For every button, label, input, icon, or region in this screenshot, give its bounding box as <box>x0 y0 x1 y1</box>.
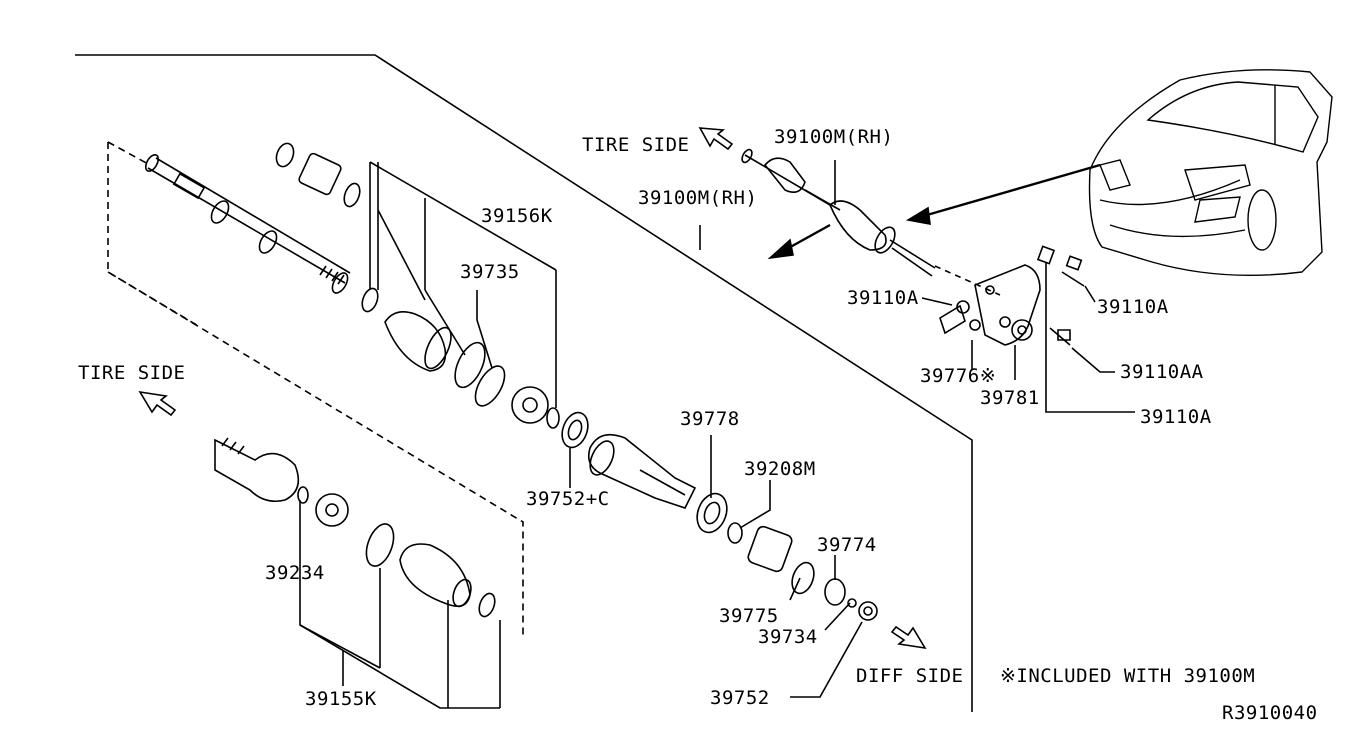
joint-housing <box>585 435 695 508</box>
label-39735: 39735 <box>460 261 520 283</box>
label-39774: 39774 <box>817 534 877 556</box>
label-39781: 39781 <box>980 387 1040 409</box>
label-tire-side-top: TIRE SIDE <box>582 134 690 156</box>
dashed-boundary <box>108 142 523 635</box>
outer-boot <box>385 312 511 411</box>
inner-boot <box>361 520 497 618</box>
support-bracket <box>940 265 1040 345</box>
tire-side-arrow-icon <box>140 392 175 415</box>
diagram-code: R3910040 <box>1222 702 1318 724</box>
outer-joint-assembly <box>215 438 348 526</box>
label-diff-side: DIFF SIDE <box>856 665 964 687</box>
axle-shaft <box>143 153 351 296</box>
label-39234: 39234 <box>265 562 325 584</box>
label-39110A-left: 39110A <box>847 287 919 309</box>
label-39778: 39778 <box>680 408 740 430</box>
drive-shaft-assembly-rh <box>700 148 1000 295</box>
boot-kit-small <box>273 141 380 314</box>
label-tire-side-left: TIRE SIDE <box>78 362 186 384</box>
direction-arrow <box>770 225 830 258</box>
diagram-frame <box>75 55 972 712</box>
vehicle-pointer-arrow <box>908 165 1100 224</box>
vehicle-outline-icon <box>1090 70 1333 276</box>
label-39110A-bottom: 39110A <box>1140 406 1212 428</box>
diff-side-arrow-icon <box>892 627 925 648</box>
label-39734: 39734 <box>758 626 818 648</box>
bolts <box>1038 246 1084 345</box>
label-39100M-rh-mid: 39100M(RH) <box>638 187 758 209</box>
label-39155K: 39155K <box>305 688 377 710</box>
label-included-note: ※INCLUDED WITH 39100M <box>1000 665 1256 687</box>
leader-lines-right <box>922 286 1135 412</box>
leader-lines <box>300 162 862 708</box>
cv-joint-parts <box>512 387 592 451</box>
label-39776: 39776※ <box>920 365 997 387</box>
label-39775: 39775 <box>719 605 779 627</box>
label-39156K: 39156K <box>481 205 553 227</box>
label-39752C: 39752+C <box>526 488 610 510</box>
label-39100M-rh-top: 39100M(RH) <box>774 126 894 148</box>
tire-side-arrow-icon <box>700 128 732 149</box>
label-39110AA: 39110AA <box>1120 361 1204 383</box>
label-39752: 39752 <box>710 687 770 709</box>
label-39110A-right: 39110A <box>1097 296 1169 318</box>
label-39208M: 39208M <box>744 458 816 480</box>
